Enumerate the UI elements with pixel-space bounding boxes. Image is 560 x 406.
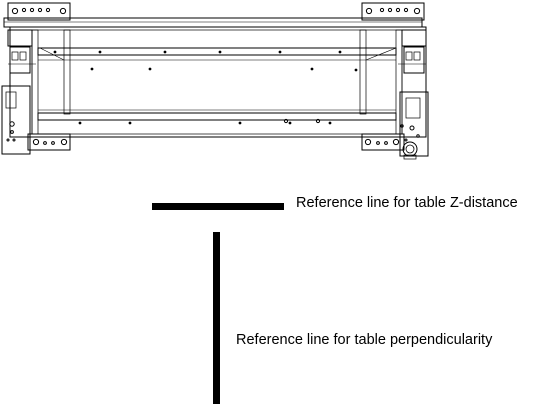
z-distance-label: Reference line for table Z-distance [296, 195, 518, 211]
bottom-right-bracket [361, 133, 418, 160]
top-right-bracket [361, 2, 425, 21]
table-frame-drawing [1, 2, 429, 160]
bottom-left-bracket [27, 133, 71, 151]
z-distance-reference-line [152, 203, 284, 210]
upper-rail [37, 47, 397, 61]
top-cross-rail [3, 17, 423, 28]
left-lower-panel [1, 85, 31, 155]
lower-rail [37, 109, 397, 125]
inner-verticals [39, 29, 397, 115]
mounting-holes [90, 67, 404, 128]
perpendicularity-label: Reference line for table perpendicularit… [236, 332, 493, 348]
right-lower-panel [399, 91, 429, 157]
top-left-bracket [7, 2, 71, 21]
left-post [7, 29, 39, 135]
perpendicularity-reference-line [213, 232, 220, 404]
